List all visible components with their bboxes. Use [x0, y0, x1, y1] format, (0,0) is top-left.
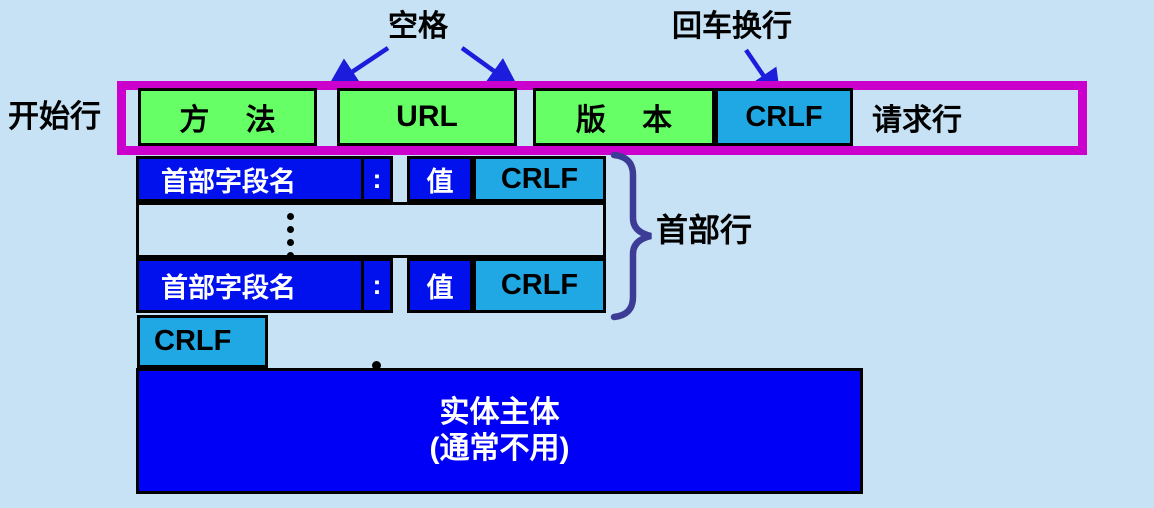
entity-body-line1: 实体主体 [439, 396, 560, 429]
cell-divider [361, 261, 364, 310]
url-field: URL [337, 88, 517, 146]
header-row-2-crlf-cell: CRLF [473, 258, 606, 313]
request-line-label: 请求行 [872, 104, 962, 137]
header-field-name: 首部字段名 [161, 166, 296, 197]
method-field: 方 法 [138, 88, 317, 146]
space-arrow-left [326, 46, 390, 89]
header-lines-label: 首部行 [656, 212, 753, 248]
header-row-1-crlf-cell: CRLF [473, 156, 606, 202]
header-row-2-name-cell: 首部字段名 : [136, 258, 393, 313]
request-line-frame [117, 81, 1087, 155]
version-field: 版 本 [533, 88, 715, 146]
space-arrow-right [460, 46, 520, 90]
header-field-name: 首部字段名 [161, 273, 296, 303]
ellipsis-dot [372, 361, 381, 370]
entity-body-box: 实体主体 (通常不用) [136, 368, 863, 494]
header-row-1-value-cell: 值 [407, 156, 473, 202]
blank-line-crlf-cell: CRLF [137, 315, 268, 368]
entity-body-line2: (通常不用) [429, 432, 570, 465]
vertical-ellipsis [287, 213, 294, 259]
space-annotation-label: 空格 [388, 10, 448, 43]
header-row-1-name-cell: 首部字段名 : [136, 156, 393, 202]
header-rows-ellipsis-box [136, 202, 606, 259]
colon-separator: : [372, 163, 382, 194]
header-row-2-value-cell: 值 [407, 258, 473, 313]
start-line-label: 开始行 [8, 99, 101, 134]
crlf-annotation-label: 回车换行 [672, 10, 792, 43]
request-crlf-field: CRLF [715, 88, 853, 146]
cell-divider [361, 159, 364, 199]
colon-separator: : [372, 270, 382, 300]
